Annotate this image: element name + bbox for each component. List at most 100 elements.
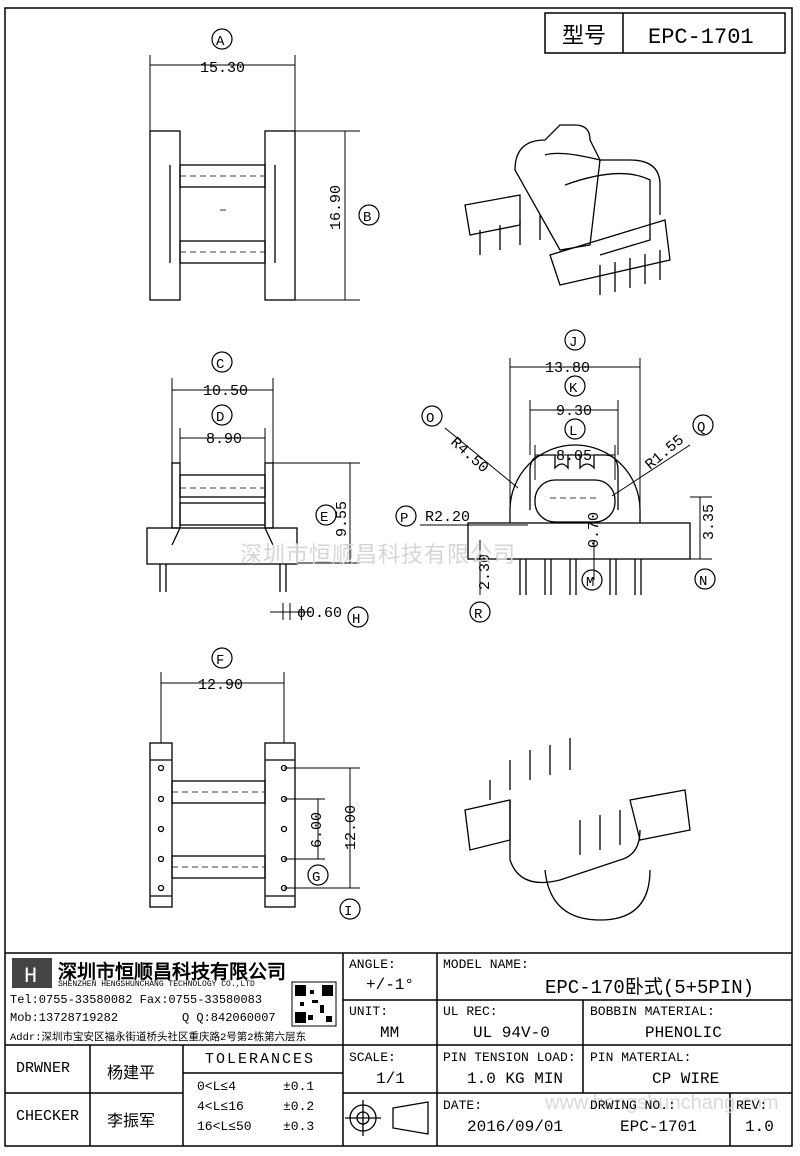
drawer-label: DRWNER: [16, 1060, 71, 1077]
svg-text:A: A: [216, 34, 225, 50]
callout-K: K: [564, 375, 586, 397]
dim-N: 3.35: [701, 504, 718, 540]
tolerance-value: ±0.3: [283, 1119, 315, 1134]
bobbin-material-label: BOBBIN MATERIAL:: [590, 1004, 715, 1019]
dim-G: 6.00: [309, 812, 326, 848]
company-tel: Tel:0755-33580082 Fax:0755-33580083: [10, 993, 263, 1007]
dim-J: 13.80: [545, 360, 590, 377]
drawing-no-value: EPC-1701: [620, 1118, 697, 1136]
callout-R: R: [469, 601, 491, 623]
header-model: EPC-1701: [648, 25, 754, 50]
watermark-text: 深圳市恒顺昌科技有限公司: [240, 543, 517, 568]
company-logo: H: [12, 958, 52, 989]
unit-value: MM: [380, 1024, 400, 1042]
pin-tension-label: PIN TENSION LOAD:: [443, 1050, 576, 1065]
company-name-en: SHENZHEN HENGSHUNCHANG TECHNOLOGY CO.,LT…: [58, 980, 255, 989]
pin-tension-value: 1.0 KG MIN: [467, 1070, 564, 1088]
callout-F: F: [211, 647, 233, 669]
date-label: DATE:: [443, 1098, 483, 1113]
qr-code: [291, 981, 337, 1027]
title-block-grid: [5, 952, 792, 1146]
svg-text:N: N: [699, 574, 707, 590]
model-name-label: MODEL NAME:: [443, 957, 529, 972]
iso-view-bottom: [464, 738, 691, 921]
drawer-name: 杨建平: [107, 1065, 156, 1083]
dim-C: 10.50: [203, 383, 248, 400]
callout-M: M: [581, 569, 603, 591]
tolerance-range: 4<L≤16: [197, 1099, 244, 1114]
date-value: 2016/09/01: [467, 1118, 564, 1136]
callout-G: G: [307, 864, 329, 886]
dim-F: 12.90: [198, 677, 243, 694]
callout-markers: A B C D E F G H I J K L M N O P Q R: [211, 28, 716, 920]
dim-B: 16.90: [328, 185, 345, 230]
tolerance-value: ±0.2: [283, 1099, 315, 1114]
scale-value: 1/1: [376, 1070, 405, 1088]
dim-K: 9.30: [556, 403, 592, 420]
callout-P: P: [395, 505, 417, 527]
iso-view-top: [464, 124, 671, 295]
svg-text:J: J: [569, 335, 577, 351]
callout-N: N: [694, 568, 716, 590]
ul-label: UL REC:: [443, 1004, 498, 1019]
svg-text:E: E: [320, 510, 328, 526]
svg-text:I: I: [344, 904, 352, 920]
callout-L: L: [564, 418, 586, 440]
callout-Q: Q: [692, 414, 714, 436]
dim-O: R4.50: [447, 434, 492, 477]
dim-P: R2.20: [425, 509, 470, 526]
svg-text:C: C: [216, 357, 224, 373]
header-model-box: [544, 12, 786, 54]
projection-symbol-icon: [345, 1100, 429, 1136]
svg-text:O: O: [426, 411, 434, 427]
callout-E: E: [315, 504, 337, 526]
callout-B: B: [358, 204, 380, 226]
tolerance-range: 16<L≤50: [197, 1119, 252, 1134]
callout-O: O: [421, 405, 443, 427]
rev-value: 1.0: [745, 1118, 774, 1136]
header-model-label: 型号: [562, 24, 606, 49]
company-name-cn: 深圳市恒顺昌科技有限公司: [58, 962, 287, 984]
svg-text:M: M: [586, 575, 594, 591]
rev-label: REV:: [736, 1098, 768, 1113]
pin-material-value: CP WIRE: [652, 1070, 720, 1088]
callout-D: D: [211, 404, 233, 426]
scale-label: SCALE:: [349, 1050, 396, 1065]
tolerance-value: ±0.1: [283, 1079, 315, 1094]
watermark-url: www.hengshunchang.com: [545, 1092, 779, 1114]
dim-Q: R1.55: [642, 432, 687, 474]
callout-A: A: [211, 28, 233, 50]
svg-text:G: G: [312, 870, 320, 886]
dim-A: 15.30: [200, 60, 245, 77]
svg-text:Q: Q: [697, 420, 705, 436]
angle-value: +/-1°: [366, 976, 415, 994]
dim-I: 12.00: [343, 805, 360, 850]
tolerance-title: TOLERANCES: [205, 1051, 316, 1068]
callout-C: C: [211, 351, 233, 373]
callout-J: J: [564, 329, 586, 351]
dim-R: 2.30: [477, 554, 494, 590]
checker-label: CHECKER: [16, 1108, 80, 1125]
model-name-value: EPC-170卧式(5+5PIN): [545, 977, 755, 999]
company-address: Addr:深圳市宝安区福永街道桥头社区重庆路2号第2栋第六层东: [10, 1032, 307, 1044]
company-mob: Mob:13728719282: [10, 1011, 119, 1025]
dim-L: 8.05: [556, 448, 592, 465]
view-top: [149, 130, 296, 301]
svg-text:F: F: [216, 653, 224, 669]
dim-H: ϕ0.60: [297, 605, 342, 622]
unit-label: UNIT:: [349, 1004, 389, 1019]
svg-text:K: K: [569, 381, 578, 397]
svg-text:P: P: [400, 511, 408, 527]
dim-M: 0.70: [586, 512, 603, 548]
drawing-no-label: DRWING NO.:: [590, 1098, 676, 1113]
callout-H: H: [347, 606, 369, 628]
ul-value: UL 94V-0: [473, 1024, 550, 1042]
company-qq: Q Q:842060007: [182, 1011, 276, 1025]
svg-text:L: L: [569, 424, 577, 440]
tolerance-range: 0<L≤4: [197, 1079, 237, 1094]
callout-I: I: [339, 898, 361, 920]
dim-E: 9.55: [334, 501, 351, 537]
svg-text:D: D: [216, 410, 224, 426]
